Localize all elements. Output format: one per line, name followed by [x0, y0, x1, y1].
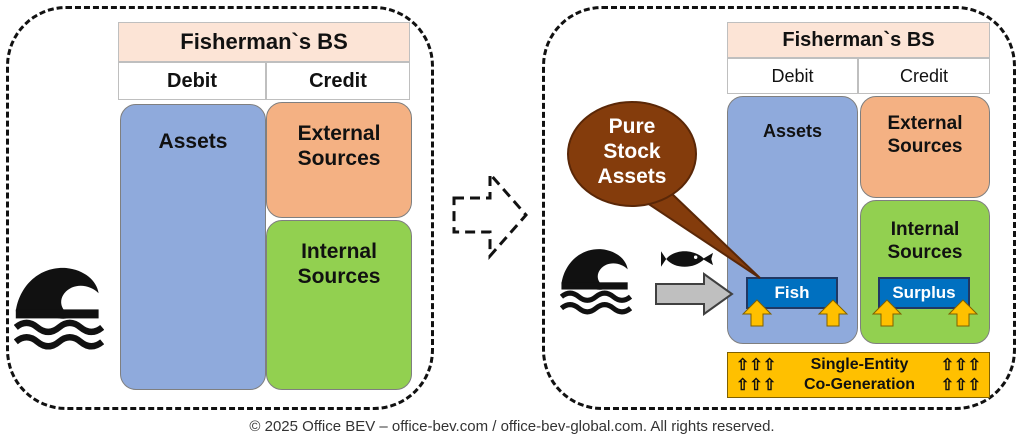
co-generation-banner: ⇧⇧⇧ ⇧⇧⇧ ⇧⇧⇧ ⇧⇧⇧ Single-Entity Co-Generat…: [727, 352, 990, 398]
right-credit-header: Credit: [858, 58, 990, 94]
left-assets-block: Assets: [120, 104, 266, 390]
up-arrow-icon: [741, 299, 773, 327]
banner-line-1: Single-Entity: [810, 356, 909, 373]
right-external-label: External Sources: [887, 113, 963, 157]
right-internal-label: Internal Sources: [887, 219, 963, 263]
banner-arrows-left-top: ⇧⇧⇧: [736, 357, 777, 374]
right-debit-header: Debit: [727, 58, 858, 94]
left-assets-label: Assets: [158, 130, 228, 153]
up-arrow-icon: [817, 299, 849, 327]
wave-icon: [14, 267, 104, 350]
left-bs-title: Fisherman`s BS: [118, 22, 410, 62]
up-arrow-icon: [871, 299, 903, 327]
left-internal-block: Internal Sources: [266, 220, 412, 390]
wave-icon: [560, 249, 632, 315]
dashed-right-arrow-icon: [452, 170, 528, 260]
right-panel: [542, 6, 1016, 410]
surplus-box: Surplus: [878, 277, 970, 309]
right-external-block: External Sources: [860, 96, 990, 198]
banner-arrows-left-bottom: ⇧⇧⇧: [736, 377, 777, 394]
left-external-label: External Sources: [297, 122, 381, 171]
right-assets-label: Assets: [762, 121, 823, 141]
banner-arrows-right-top: ⇧⇧⇧: [940, 357, 981, 374]
left-internal-label: Internal Sources: [297, 240, 381, 289]
banner-line-2: Co-Generation: [803, 376, 916, 393]
banner-arrows-right-bottom: ⇧⇧⇧: [940, 377, 981, 394]
left-credit-header: Credit: [266, 62, 410, 100]
fish-box: Fish: [746, 277, 838, 309]
fish-icon: [661, 251, 713, 267]
copyright-text: © 2025 Office BEV – office-bev.com / off…: [249, 418, 775, 435]
left-external-block: External Sources: [266, 102, 412, 218]
left-debit-header: Debit: [118, 62, 266, 100]
right-arrow-icon: [655, 272, 734, 316]
left-panel: [6, 6, 434, 410]
up-arrow-icon: [947, 299, 979, 327]
callout-bubble: [567, 101, 761, 279]
callout-text: Pure Stock Assets: [597, 115, 667, 189]
right-bs-title: Fisherman`s BS: [727, 22, 990, 58]
